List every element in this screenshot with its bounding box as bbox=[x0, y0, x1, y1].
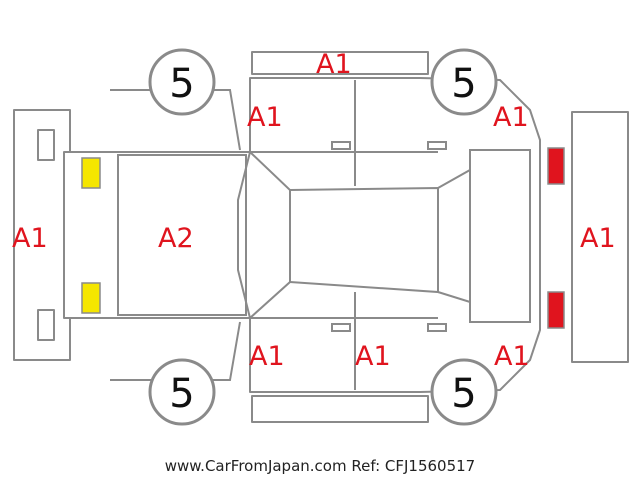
tire-rear-left: 5 bbox=[430, 48, 498, 116]
door-handle-rl bbox=[427, 141, 447, 150]
tire-front-right: 5 bbox=[148, 358, 216, 426]
door-handle-fr bbox=[331, 323, 351, 332]
windshield-curve bbox=[237, 151, 251, 319]
damage-label-front-left-door: A1 bbox=[247, 102, 283, 133]
headlight-upper bbox=[81, 157, 101, 189]
tire-rear-right-rating: 5 bbox=[451, 371, 476, 417]
damage-label-front-bumper: A1 bbox=[12, 223, 48, 254]
damage-label-rear-right-door: A1 bbox=[355, 341, 391, 372]
damage-label-front-right-door: A1 bbox=[249, 341, 285, 372]
damage-label-rear-bumper: A1 bbox=[580, 223, 616, 254]
roof-rail-bottom bbox=[251, 395, 429, 423]
headlight-lower bbox=[81, 282, 101, 314]
front-right-fender-line bbox=[110, 321, 241, 381]
taillight-lower bbox=[547, 291, 565, 329]
roof-rail-top bbox=[251, 51, 429, 75]
hood-panel bbox=[117, 154, 247, 316]
damage-label-hood: A2 bbox=[158, 223, 194, 254]
door-handle-rr bbox=[427, 323, 447, 332]
damage-label-rear-right-fender: A1 bbox=[494, 341, 530, 372]
door-handle-fl bbox=[331, 141, 351, 150]
tire-rear-right: 5 bbox=[430, 358, 498, 426]
tailgate-panel bbox=[469, 149, 531, 323]
tire-rear-left-rating: 5 bbox=[451, 61, 476, 107]
tire-front-right-rating: 5 bbox=[169, 371, 194, 417]
rear-bumper bbox=[571, 111, 629, 363]
windshield-left-edge bbox=[249, 151, 291, 319]
roof-panel bbox=[289, 186, 439, 294]
front-bumper-notch-upper bbox=[37, 129, 55, 161]
footer-credit: www.CarFromJapan.com Ref: CFJ1560517 bbox=[165, 457, 475, 475]
taillight-upper bbox=[547, 147, 565, 185]
front-bumper-notch-lower bbox=[37, 309, 55, 341]
damage-label-roof-rail: A1 bbox=[316, 49, 352, 80]
tire-front-left-rating: 5 bbox=[169, 61, 194, 107]
tire-front-left: 5 bbox=[148, 48, 216, 116]
car-body-outline bbox=[63, 77, 541, 393]
damage-label-rear-left-fender: A1 bbox=[493, 102, 529, 133]
